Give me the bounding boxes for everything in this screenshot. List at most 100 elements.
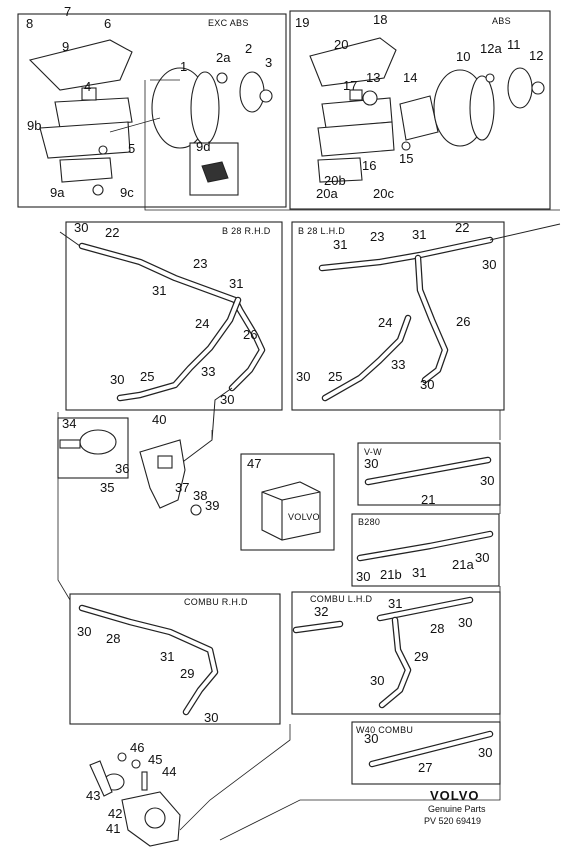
callout: 43 xyxy=(86,788,100,803)
kit-frame xyxy=(240,453,335,551)
bolt-46 xyxy=(117,752,127,762)
callout: 30 xyxy=(364,456,378,471)
detail-9d-part xyxy=(201,161,229,183)
callout: 30 xyxy=(77,624,91,639)
box-brand: VOLVO xyxy=(288,512,320,522)
callout: 21 xyxy=(421,492,435,507)
callout: 22 xyxy=(455,220,469,235)
callout: 30 xyxy=(480,473,494,488)
callout: 9d xyxy=(196,139,210,154)
hose-core xyxy=(320,238,492,270)
callout: 18 xyxy=(373,12,387,27)
abs-mounting-bracket xyxy=(309,37,397,87)
hose-core xyxy=(416,256,447,382)
callout: 31 xyxy=(412,565,426,580)
panel-b28-rhd: B 28 R.H.D 30 22 23 31 31 24 26 30 25 33… xyxy=(59,220,283,471)
nut-9c xyxy=(92,184,104,196)
callout: 30 xyxy=(458,615,472,630)
callout: 30 xyxy=(475,550,489,565)
callout: 17 xyxy=(343,78,357,93)
callout: 37 xyxy=(175,480,189,495)
callout: 8 xyxy=(26,16,33,31)
panel-combu-lhd: COMBU L.H.D 32 31 28 30 29 30 xyxy=(291,591,501,715)
callout: 28 xyxy=(106,631,120,646)
callout: 9 xyxy=(62,39,69,54)
booster-rear xyxy=(190,71,220,145)
fluid-reservoir xyxy=(54,97,133,129)
valve-spout xyxy=(59,439,81,449)
connector-line xyxy=(144,80,560,211)
hose-core xyxy=(358,532,492,560)
panel-exc-abs: EXC ABS 7 8 6 9 2a 2 3 1 4 9b 5 9d 9a 9c xyxy=(17,4,287,208)
panel-abs-title: ABS xyxy=(492,16,511,26)
callout: 33 xyxy=(391,357,405,372)
callout: 38 xyxy=(193,488,207,503)
callout: 23 xyxy=(193,256,207,271)
callout: 29 xyxy=(414,649,428,664)
callout: 25 xyxy=(140,369,154,384)
lower-bracket xyxy=(59,157,113,183)
callout: 20a xyxy=(316,186,338,201)
callout: 14 xyxy=(403,70,417,85)
panel-abs-frame xyxy=(289,10,551,210)
abs-master-cylinder xyxy=(317,121,395,157)
hose-core xyxy=(378,598,472,620)
callout: 21a xyxy=(452,557,474,572)
panel-w-combu-frame xyxy=(351,721,501,785)
hose-core xyxy=(80,606,217,714)
callout: 31 xyxy=(333,237,347,252)
abs-seal-ring xyxy=(531,81,545,95)
callout: 30 xyxy=(220,392,234,407)
callout: 24 xyxy=(195,316,209,331)
callout: 7 xyxy=(64,4,71,19)
panel-exc-abs-title: EXC ABS xyxy=(208,18,249,28)
panel-b280-frame xyxy=(351,513,500,587)
panel-b28-rhd-frame xyxy=(65,221,283,411)
callout: 31 xyxy=(412,227,426,242)
callout: 5 xyxy=(128,141,135,156)
hose-core xyxy=(366,458,490,484)
callout: 1 xyxy=(180,59,187,74)
part-code: PV 520 69419 xyxy=(424,816,481,826)
callout: 20b xyxy=(324,173,346,188)
callout: 9a xyxy=(50,185,65,200)
parts-box xyxy=(261,481,321,541)
abs-gasket-plate xyxy=(507,67,533,109)
callout: 33 xyxy=(201,364,215,379)
callout: 6 xyxy=(104,16,111,31)
abs-cap-13 xyxy=(362,90,378,106)
panel-w-combu: W40 COMBU 30 27 30 xyxy=(351,721,501,785)
mounting-bracket xyxy=(28,39,133,91)
callout: 3 xyxy=(265,55,272,70)
abs-flange-14 xyxy=(399,95,439,141)
callout: 23 xyxy=(370,229,384,244)
callout: 12 xyxy=(529,48,543,63)
connector-line xyxy=(57,412,213,601)
panel-combu-lhd-title: COMBU L.H.D xyxy=(310,594,373,604)
panel-b28-lhd-title: B 28 L.H.D xyxy=(298,226,345,236)
panel-w-combu-title: W40 COMBU xyxy=(356,725,413,735)
callout: 40 xyxy=(152,412,166,427)
panel-kit-47: 47 VOLVO xyxy=(240,453,335,551)
panel-b28-lhd: B 28 L.H.D 31 23 31 22 30 24 26 33 30 25… xyxy=(291,220,561,411)
stud-44 xyxy=(141,771,148,791)
vacuum-pump-assembly: 46 45 44 43 42 41 xyxy=(86,740,181,847)
panel-upper-right: V-W 30 30 21 xyxy=(357,442,501,507)
callout: 46 xyxy=(130,740,144,755)
panel-combu-lhd-frame xyxy=(291,591,501,715)
callout: 26 xyxy=(456,314,470,329)
abs-washer-12a xyxy=(485,73,495,83)
callout: 16 xyxy=(362,158,376,173)
callout: 35 xyxy=(100,480,114,495)
panel-combu-rhd-frame xyxy=(69,593,281,725)
callout: 20 xyxy=(334,37,348,52)
callout: 31 xyxy=(388,596,402,611)
vacuum-hose-b28-rhd xyxy=(78,242,266,392)
valve-cap-37 xyxy=(157,455,173,469)
valve-housing-35 xyxy=(139,439,186,509)
abs-booster-rear xyxy=(469,75,495,141)
callout: 31 xyxy=(152,283,166,298)
callout: 27 xyxy=(418,760,432,775)
brand-subtitle: Genuine Parts xyxy=(428,804,486,814)
vacuum-pipe xyxy=(489,223,561,241)
